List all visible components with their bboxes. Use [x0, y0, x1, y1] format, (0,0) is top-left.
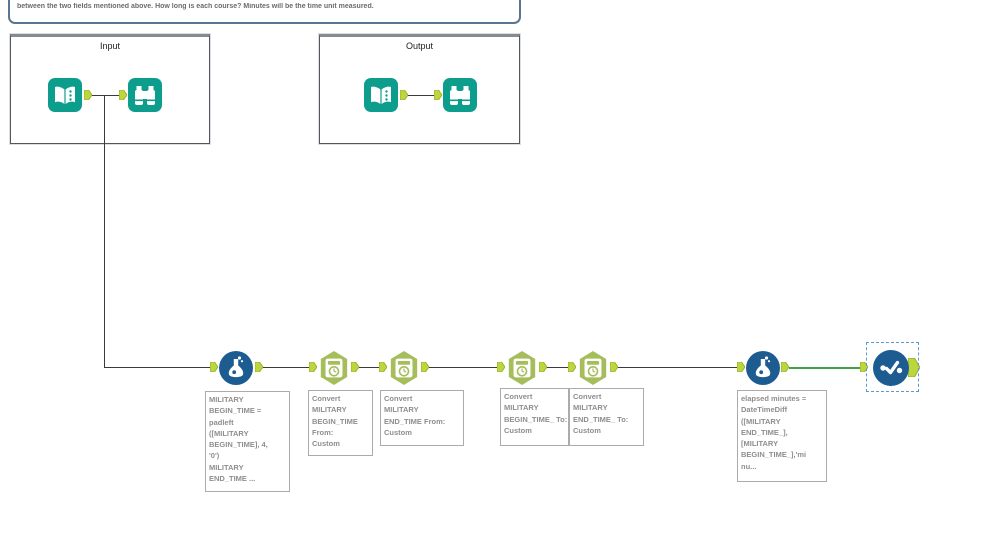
browse-icon — [443, 78, 477, 112]
wire-output-to-browse[interactable] — [408, 94, 435, 96]
test-icon — [873, 350, 909, 386]
input-anchor[interactable] — [434, 90, 442, 100]
output-anchor[interactable] — [400, 90, 408, 100]
annotation-datetime4[interactable]: Convert MILITARY END_TIME_ To: Custom — [569, 388, 644, 446]
container-input-label: Input — [99, 41, 121, 51]
datetime-icon — [508, 351, 536, 385]
formula-icon — [219, 351, 253, 385]
wire-datetime4-formula2[interactable] — [618, 367, 737, 369]
datetime-tool[interactable] — [577, 350, 609, 386]
tool-selection-box — [866, 342, 919, 392]
output-anchor[interactable] — [351, 362, 359, 372]
wire-input-to-formula-horizontal[interactable] — [104, 366, 210, 368]
formula-tool[interactable] — [219, 351, 253, 385]
datetime-tool[interactable] — [506, 350, 538, 386]
output-anchor[interactable] — [781, 362, 789, 372]
annotation-datetime3[interactable]: Convert MILITARY BEGIN_TIME_ To: Custom — [500, 388, 569, 446]
formula-icon — [746, 351, 780, 385]
browse-tool[interactable] — [443, 78, 477, 112]
wire-formula1-datetime1[interactable] — [263, 367, 309, 369]
wire-input-to-browse[interactable] — [92, 94, 119, 96]
comment-box[interactable]: between the two fields mentioned above. … — [8, 0, 521, 24]
wire-datetime2-datetime3[interactable] — [429, 367, 497, 369]
formula-tool[interactable] — [746, 351, 780, 385]
input-anchor[interactable] — [737, 362, 745, 372]
annotation-datetime1[interactable]: Convert MILITARY BEGIN_TIME From: Custom — [308, 390, 373, 456]
input-anchor[interactable] — [379, 362, 387, 372]
datetime-icon — [320, 351, 348, 385]
browse-icon — [128, 78, 162, 112]
output-anchor[interactable] — [539, 362, 547, 372]
wire-datetime3-datetime4[interactable] — [547, 367, 568, 369]
output-anchor[interactable] — [84, 90, 92, 100]
container-output[interactable]: Output — [319, 34, 520, 144]
datetime-icon — [390, 351, 418, 385]
browse-tool[interactable] — [128, 78, 162, 112]
input-anchor[interactable] — [119, 90, 127, 100]
datetime-tool[interactable] — [388, 350, 420, 386]
output-anchor[interactable] — [908, 358, 920, 377]
input-data-tool[interactable] — [48, 78, 82, 112]
input-anchor[interactable] — [309, 362, 317, 372]
container-output-label: Output — [405, 41, 434, 51]
wire-input-to-formula-vertical[interactable] — [104, 95, 106, 367]
input-data-icon — [364, 78, 398, 112]
annotation-formula1[interactable]: MILITARY BEGIN_TIME = padleft ([MILITARY… — [205, 391, 290, 492]
output-anchor[interactable] — [421, 362, 429, 372]
annotation-datetime2[interactable]: Convert MILITARY END_TIME From: Custom — [380, 390, 464, 446]
output-anchor[interactable] — [255, 362, 263, 372]
container-input[interactable]: Input — [10, 34, 210, 144]
test-tool[interactable] — [873, 350, 909, 386]
input-anchor[interactable] — [568, 362, 576, 372]
comment-text: between the two fields mentioned above. … — [17, 3, 374, 10]
input-anchor[interactable] — [497, 362, 505, 372]
input-data-tool[interactable] — [364, 78, 398, 112]
output-anchor[interactable] — [610, 362, 618, 372]
datetime-tool[interactable] — [318, 350, 350, 386]
wire-formula2-test-selected[interactable] — [789, 366, 863, 369]
annotation-formula2[interactable]: elapsed minutes = DateTimeDiff ([MILITAR… — [737, 390, 827, 482]
wire-datetime1-datetime2[interactable] — [359, 367, 379, 369]
datetime-icon — [579, 351, 607, 385]
input-anchor[interactable] — [210, 362, 218, 372]
input-data-icon — [48, 78, 82, 112]
